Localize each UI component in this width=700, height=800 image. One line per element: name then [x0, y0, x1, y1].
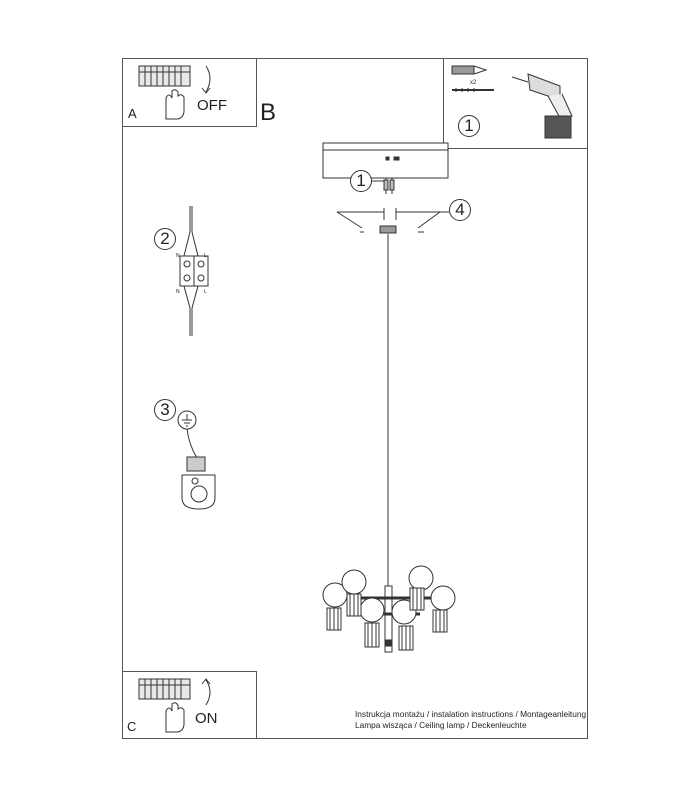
step-a-letter: A [128, 106, 137, 121]
wall-plug-screw-icon [451, 65, 494, 92]
terminal-n-bottom: N [176, 289, 180, 295]
step-c-letter: C [127, 719, 137, 734]
earth-terminal-bracket [181, 456, 216, 510]
caption-line-1: Instrukcja montażu / instalation instruc… [355, 709, 587, 719]
terminal-l-bottom: L [204, 289, 207, 295]
drill-icon [511, 73, 573, 139]
step-a-state: OFF [197, 97, 227, 114]
ceiling-canopy [322, 142, 449, 194]
terminal-block-diagram [179, 206, 209, 336]
callout-3: 3 [154, 399, 176, 421]
callout-1-canopy: 1 [350, 170, 372, 192]
mounting-bracket [336, 208, 441, 234]
earth-symbol-icon [177, 410, 198, 459]
switchboard-on-icon [138, 678, 191, 733]
terminal-l-top: L [204, 253, 207, 259]
callout-1-tools: 1 [458, 115, 480, 137]
sheet-border [122, 58, 588, 739]
callout-2: 2 [154, 228, 176, 250]
arrow-up-icon [205, 679, 211, 706]
step-c-state: ON [195, 710, 218, 727]
callout-4: 4 [449, 199, 471, 221]
caption-line-2: Lampa wisząca / Ceiling lamp / Deckenleu… [355, 720, 527, 730]
arrow-down-icon [205, 65, 211, 93]
terminal-n-top: N [176, 253, 180, 259]
chandelier-body [322, 565, 456, 653]
step-b-letter: B [260, 99, 277, 126]
tools-quantity: x2 [470, 80, 477, 86]
switchboard-off-icon [138, 65, 191, 120]
